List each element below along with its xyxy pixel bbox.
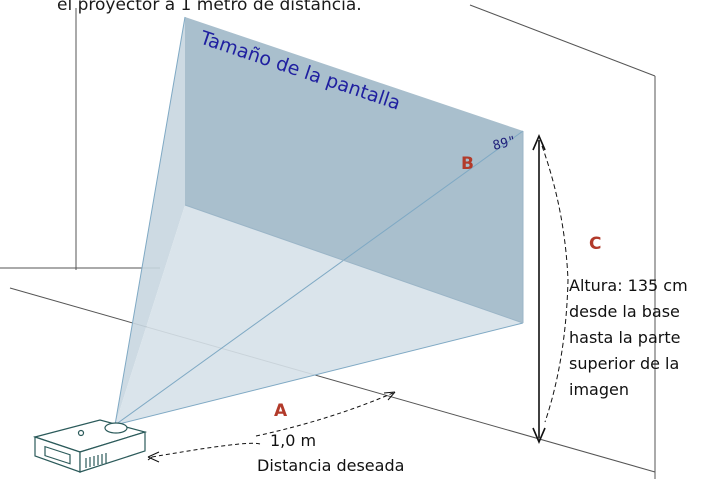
floor-wall-edge	[9, 287, 656, 473]
room-walls	[0, 4, 656, 479]
height-note-line: Altura: 135 cm	[569, 276, 688, 295]
marker-c: C	[589, 234, 601, 254]
height-note-line: imagen	[569, 380, 629, 399]
distance-value: 1,0 m	[270, 431, 316, 450]
marker-a: A	[274, 401, 288, 421]
diagonal-value: 89"	[491, 134, 517, 154]
beam-bottom-face	[115, 205, 523, 425]
distance-label: Distancia deseada	[257, 456, 404, 475]
distance-arrow	[147, 391, 396, 463]
height-leader	[541, 145, 569, 423]
height-note-line: hasta la parte	[569, 328, 680, 347]
projected-screen	[185, 17, 523, 323]
wall-top-edge	[469, 4, 656, 77]
projector-icon	[32, 419, 148, 473]
height-arrow	[532, 133, 546, 445]
height-note: Altura: 135 cm desde la base hasta la pa…	[569, 276, 688, 399]
marker-b: B	[461, 154, 474, 174]
projection-beam	[114, 16, 524, 426]
height-note-line: desde la base	[569, 302, 680, 321]
diagonal-line	[114, 130, 524, 426]
height-note-line: superior de la	[569, 354, 679, 373]
intro-text: el proyector a 1 metro de distancia.	[57, 0, 362, 15]
